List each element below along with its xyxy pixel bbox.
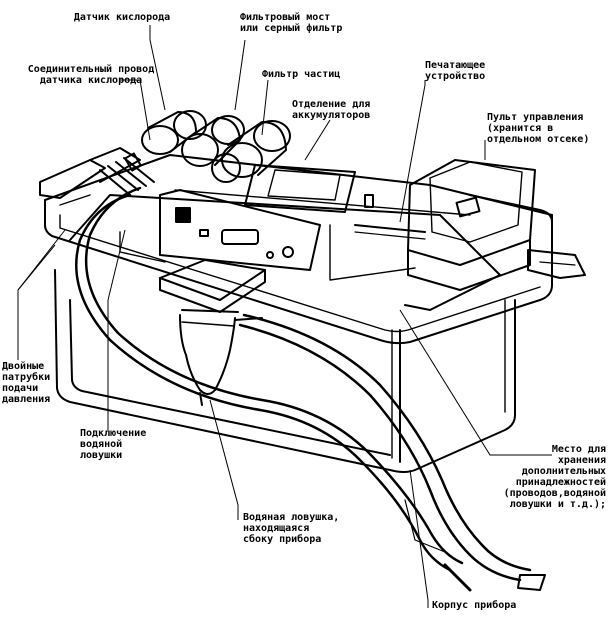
filter-canisters — [141, 110, 291, 183]
label-pressure-nozzles: Двойные патрубки подачи давления — [2, 361, 51, 405]
label-water-trap-connection: Подключение водяной ловушки — [80, 428, 147, 461]
water-trap — [159, 259, 266, 406]
label-printer: Печатающее устройство — [425, 60, 486, 82]
label-sensor-cable: Соединительный провод датчика кислорода — [27, 64, 155, 86]
leader-lines — [17, 25, 552, 608]
battery-compartment — [244, 164, 356, 213]
right-latch — [527, 249, 586, 279]
label-filter-bridge: Фильтровый мост или серный фильтр — [240, 12, 343, 34]
label-oxygen-sensor: Датчик кислорода — [73, 12, 171, 23]
hoses — [75, 186, 546, 592]
case-body — [54, 269, 516, 473]
label-water-trap-side: Водяная ловушка, находящаяся сбоку прибо… — [243, 512, 340, 545]
shadow — [404, 499, 446, 553]
control-panel-box — [407, 159, 536, 291]
electronics-panel — [159, 189, 321, 271]
carry-frame — [44, 154, 553, 345]
printer-slot — [354, 194, 426, 240]
label-particle-filter: Фильтр частиц — [262, 69, 341, 80]
label-control-panel: Пульт управления (хранится в отдельном о… — [487, 112, 590, 145]
label-device-housing: Корпус прибора — [432, 600, 517, 611]
label-accessory-storage: Место для хранения дополнительных принад… — [503, 444, 606, 510]
label-battery-compartment: Отделение для аккумуляторов — [292, 99, 371, 121]
nozzle-block — [39, 147, 155, 199]
